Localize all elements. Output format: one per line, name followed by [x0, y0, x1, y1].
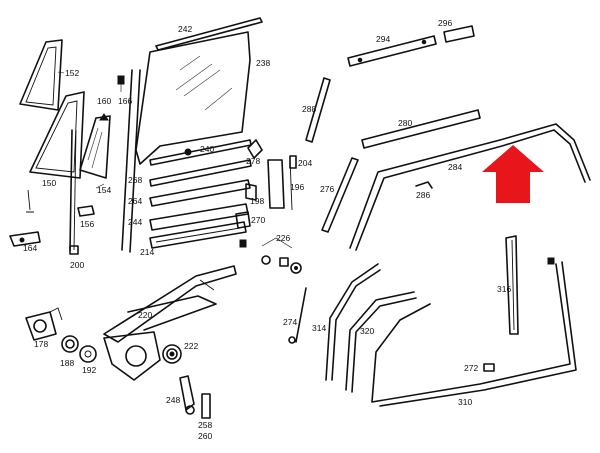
label-272: 272 [464, 363, 478, 373]
label-222: 222 [184, 341, 198, 351]
label-316: 316 [497, 284, 511, 294]
label-288: 288 [302, 104, 316, 114]
label-244: 244 [128, 217, 142, 227]
label-164: 164 [23, 243, 37, 253]
label-284: 284 [448, 162, 462, 172]
part-154-vent-glass [79, 115, 111, 189]
label-280: 280 [398, 118, 412, 128]
label-154: 154 [97, 185, 111, 195]
label-314: 314 [312, 323, 326, 333]
part-150-window-frame [26, 91, 85, 213]
red-arrow-icon [482, 145, 544, 203]
label-278: 278 [246, 156, 260, 166]
label-200: 200 [70, 260, 84, 270]
part-272-clip [483, 363, 495, 372]
label-178: 178 [34, 339, 48, 349]
part-296-end-cap [443, 25, 475, 43]
label-160: 160 [97, 96, 111, 106]
label-188: 188 [60, 358, 74, 368]
part-316-b-pillar-seal [505, 235, 519, 335]
part-270-plate [235, 211, 251, 229]
part-226-roller-set [239, 237, 302, 274]
part-238-door-glass [135, 31, 251, 165]
part-258-knob [201, 393, 211, 419]
part-274-rod [288, 287, 307, 344]
label-220: 220 [138, 310, 152, 320]
part-280-roof-rail [361, 109, 481, 149]
part-242-trim-strip [155, 17, 263, 51]
label-150: 150 [42, 178, 56, 188]
part-294-rail [347, 35, 437, 67]
part-288-pillar-trim [305, 77, 331, 143]
part-178-motor [25, 307, 63, 341]
part-314-door-seal [325, 263, 381, 381]
label-192: 192 [82, 365, 96, 375]
label-156: 156 [80, 219, 94, 229]
part-188-gear [61, 335, 79, 353]
label-242: 242 [178, 24, 192, 34]
part-284-roof-seal [349, 123, 591, 251]
label-166: 166 [118, 96, 132, 106]
part-278-clip [247, 139, 263, 159]
part-152-vent-frame [19, 39, 65, 111]
part-156-hinge [77, 205, 95, 217]
label-276: 276 [320, 184, 334, 194]
part-214-inner-strip [149, 221, 247, 249]
part-264-seal [149, 179, 251, 207]
part-labels: 242 296 294 152 160 166 238 288 280 150 … [23, 18, 511, 441]
part-248-crank-handle [179, 375, 195, 415]
label-296: 296 [438, 18, 452, 28]
label-294: 294 [376, 34, 390, 44]
label-260: 260 [198, 431, 212, 441]
highlight-arrow [482, 145, 544, 203]
part-160-clip [99, 113, 109, 121]
part-268-weatherstrip [149, 159, 252, 187]
part-310-lower-seal [371, 257, 577, 407]
label-310: 310 [458, 397, 472, 407]
part-220-window-regulator [103, 265, 237, 381]
part-286-clip [415, 181, 433, 189]
part-196-guide-rail [267, 157, 293, 211]
label-264: 264 [128, 196, 142, 206]
part-244-belt-molding [149, 203, 249, 231]
label-248: 248 [166, 395, 180, 405]
part-192-washer [79, 345, 97, 363]
part-204-stop [289, 155, 297, 169]
label-286: 286 [416, 190, 430, 200]
label-204: 204 [298, 158, 312, 168]
label-152: 152 [65, 68, 79, 78]
part-vertical-channel [69, 129, 77, 251]
label-238: 238 [256, 58, 270, 68]
part-run-channel [121, 69, 141, 253]
label-274: 274 [283, 317, 297, 327]
label-240: 240 [200, 144, 214, 154]
part-320-door-seal [345, 291, 417, 393]
part-198-bracket [245, 183, 257, 201]
label-268: 268 [128, 175, 142, 185]
part-166-screw [117, 75, 125, 92]
label-320: 320 [360, 326, 374, 336]
part-276-pillar-seal [321, 157, 359, 233]
label-198: 198 [250, 196, 264, 206]
label-214: 214 [140, 247, 154, 257]
label-226: 226 [276, 233, 290, 243]
part-222-spring [162, 344, 182, 364]
label-270: 270 [251, 215, 265, 225]
label-258: 258 [198, 420, 212, 430]
label-196: 196 [290, 182, 304, 192]
part-164-bracket [9, 231, 41, 247]
